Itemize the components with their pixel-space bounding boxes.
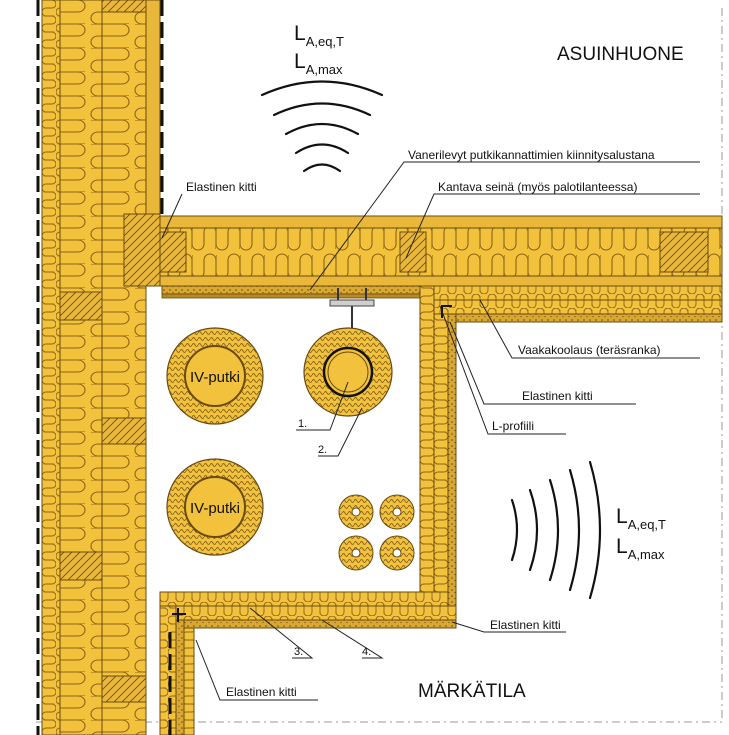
label-sealant-bottom-left: Elastinen kitti (226, 685, 297, 699)
sound-waves-top (260, 80, 384, 173)
ventilation-pipe-lower (166, 458, 264, 556)
plywood-mounting-strip (161, 285, 421, 328)
number-2: 2. (318, 444, 327, 456)
shaft-enclosure (419, 285, 723, 627)
label-horizontal-framing: Vaakakoolaus (teräsranka) (518, 343, 661, 357)
label-load-wall: Kantava seinä (myös palotilanteessa) (438, 180, 637, 194)
label-sealant-right: Elastinen kitti (522, 389, 593, 403)
sound-level-right-1: LA,eq,T (616, 505, 666, 532)
sound-waves-right (510, 460, 602, 600)
room-label-wet: MÄRKÄTILA (418, 681, 526, 702)
insulated-pipe (303, 327, 393, 417)
leader-lines (161, 161, 700, 701)
sound-level-top-1: LA,eq,T (294, 22, 344, 49)
text-layer: ASUINHUONE MÄRKÄTILA LA,eq,T LA,max LA,e… (186, 22, 684, 702)
number-4: 4. (362, 646, 371, 658)
number-3: 3. (294, 646, 303, 658)
sound-level-right-2: LA,max (616, 535, 665, 562)
room-label-living: ASUINHUONE (557, 44, 684, 65)
pipe-label-upper: IV-putki (190, 369, 240, 386)
ventilation-pipe-upper (166, 327, 264, 425)
number-1: 1. (298, 418, 307, 430)
left-wall (36, 0, 164, 735)
label-plywood: Vanerilevyt putkikannattimien kiinnitysa… (408, 148, 655, 162)
label-sealant-top-left: Elastinen kitti (186, 180, 257, 194)
bottom-enclosure (159, 591, 457, 735)
small-pipes (338, 494, 415, 571)
label-l-profile: L-profiili (492, 419, 534, 433)
drawing-frame (36, 8, 723, 723)
load-bearing-wall (159, 215, 723, 287)
pipe-label-lower: IV-putki (190, 500, 240, 517)
sound-level-top-2: LA,max (294, 50, 343, 77)
label-sealant-bottom-right: Elastinen kitti (490, 618, 561, 632)
